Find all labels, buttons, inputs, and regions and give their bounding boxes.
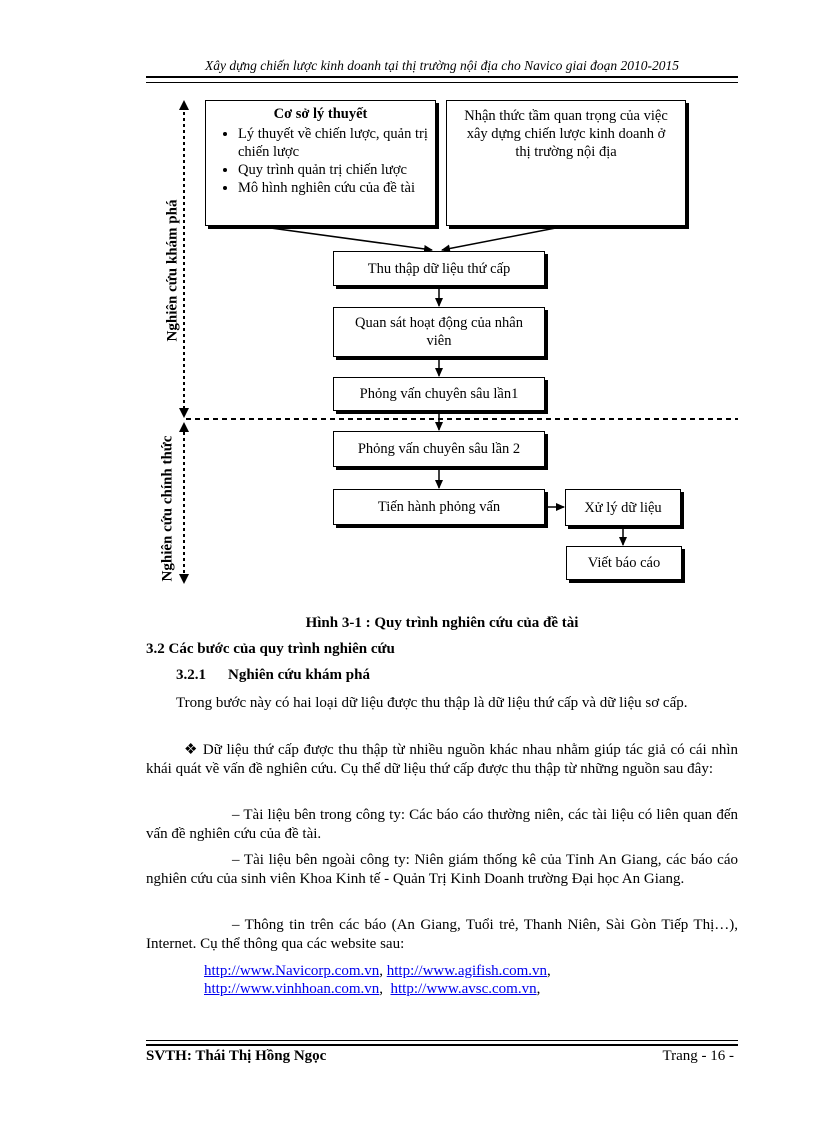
diagram-connectors — [179, 100, 738, 584]
step-label: Phỏng vấn chuyên sâu lần 2 — [357, 441, 521, 457]
exploratory-axis-arrow-head-down — [179, 408, 189, 418]
link-avsc[interactable]: http://www.avsc.com.vn — [390, 981, 537, 997]
step-label: Phỏng vấn chuyên sâu lần1 — [359, 386, 519, 402]
arrow-awareness-to-collect — [441, 225, 567, 253]
paragraph-press-internet: – Thông tin trên các báo (An Giang, Tuổi… — [146, 917, 738, 952]
footer-rule — [146, 1040, 738, 1046]
paragraph-internal-docs: – Tài liệu bên trong công ty: Các báo cá… — [146, 807, 738, 842]
step-in-depth-interview-2: Phỏng vấn chuyên sâu lần 2 — [333, 431, 545, 467]
theory-box-list: Lý thuyết về chiến lược, quản trị chiến … — [212, 125, 429, 197]
link-navicorp[interactable]: http://www.Navicorp.com.vn — [204, 963, 380, 979]
step-label: Tiến hành phỏng vấn — [377, 499, 501, 515]
step-process-data: Xử lý dữ liệu — [565, 489, 681, 526]
link-vinhhoan[interactable]: http://www.vinhhoan.com.vn — [204, 981, 380, 997]
theory-box: Cơ sở lý thuyết Lý thuyết về chiến lược,… — [205, 100, 436, 226]
formal-axis-arrow-head-down — [179, 574, 189, 584]
arrow-theory-to-collect — [255, 225, 433, 253]
exploratory-axis-arrow-head-up — [179, 100, 189, 110]
paragraph-external-docs: – Tài liệu bên ngoài công ty: Niên giám … — [146, 852, 738, 887]
section-heading: 3.2 Các bước của quy trình nghiên cứu — [146, 641, 395, 657]
footer-author: SVTH: Thái Thị Hồng Ngọc — [146, 1048, 327, 1064]
step-label: Xử lý dữ liệu — [584, 499, 662, 516]
running-header: Xây dựng chiến lược kinh doanh tại thị t… — [204, 58, 680, 73]
theory-item: Quy trình quản trị chiến lược — [238, 161, 429, 179]
step-label: Quan sát hoạt động của nhân viên — [355, 315, 523, 349]
step-observe-staff: Quan sát hoạt động của nhân viên — [333, 307, 545, 357]
awareness-box-text: Nhận thức tầm quan trọng của việc xây dự… — [464, 108, 668, 160]
subsection-heading: 3.2.1 Nghiên cứu khám phá — [176, 667, 370, 684]
step-in-depth-interview-1: Phỏng vấn chuyên sâu lần1 — [333, 377, 545, 411]
header-rule — [146, 76, 738, 83]
theory-item: Lý thuyết về chiến lược, quản trị chiến … — [238, 125, 429, 161]
paragraph-intro: Trong bước này có hai loại dữ liệu được … — [176, 695, 688, 711]
step-label: Viết báo cáo — [587, 555, 661, 571]
footer-page-number: Trang - 16 - — [662, 1048, 734, 1064]
step-conduct-interview: Tiến hành phỏng vấn — [333, 489, 545, 525]
subsection-title: Nghiên cứu khám phá — [228, 667, 370, 683]
paragraph-secondary-data: ❖ Dữ liệu thứ cấp được thu thập từ nhiều… — [146, 742, 738, 777]
links-row-2: http://www.vinhhoan.com.vn, http://www.a… — [204, 981, 541, 997]
links-row-1: http://www.Navicorp.com.vn, http://www.a… — [204, 963, 551, 979]
subsection-number: 3.2.1 — [176, 667, 206, 683]
formal-axis-arrow-head-up — [179, 422, 189, 432]
label-formal-research: Nghiên cứu chính thức — [159, 435, 176, 582]
step-write-report: Viết báo cáo — [566, 546, 682, 580]
figure-caption: Hình 3-1 : Quy trình nghiên cứu của đề t… — [305, 615, 579, 631]
step-label: Thu thập dữ liệu thứ cấp — [367, 260, 511, 277]
theory-item: Mô hình nghiên cứu của đề tài — [238, 179, 429, 197]
label-exploratory-research: Nghiên cứu khám phá — [164, 199, 181, 342]
research-process-diagram: Cơ sở lý thuyết Lý thuyết về chiến lược,… — [0, 0, 816, 600]
website-links: http://www.Navicorp.com.vn, http://www.a… — [204, 962, 551, 998]
step-collect-secondary-data: Thu thập dữ liệu thứ cấp — [333, 251, 545, 286]
awareness-box: Nhận thức tầm quan trọng của việc xây dự… — [446, 100, 686, 226]
link-agifish[interactable]: http://www.agifish.com.vn — [386, 963, 548, 979]
theory-box-title: Cơ sở lý thuyết — [273, 106, 368, 122]
